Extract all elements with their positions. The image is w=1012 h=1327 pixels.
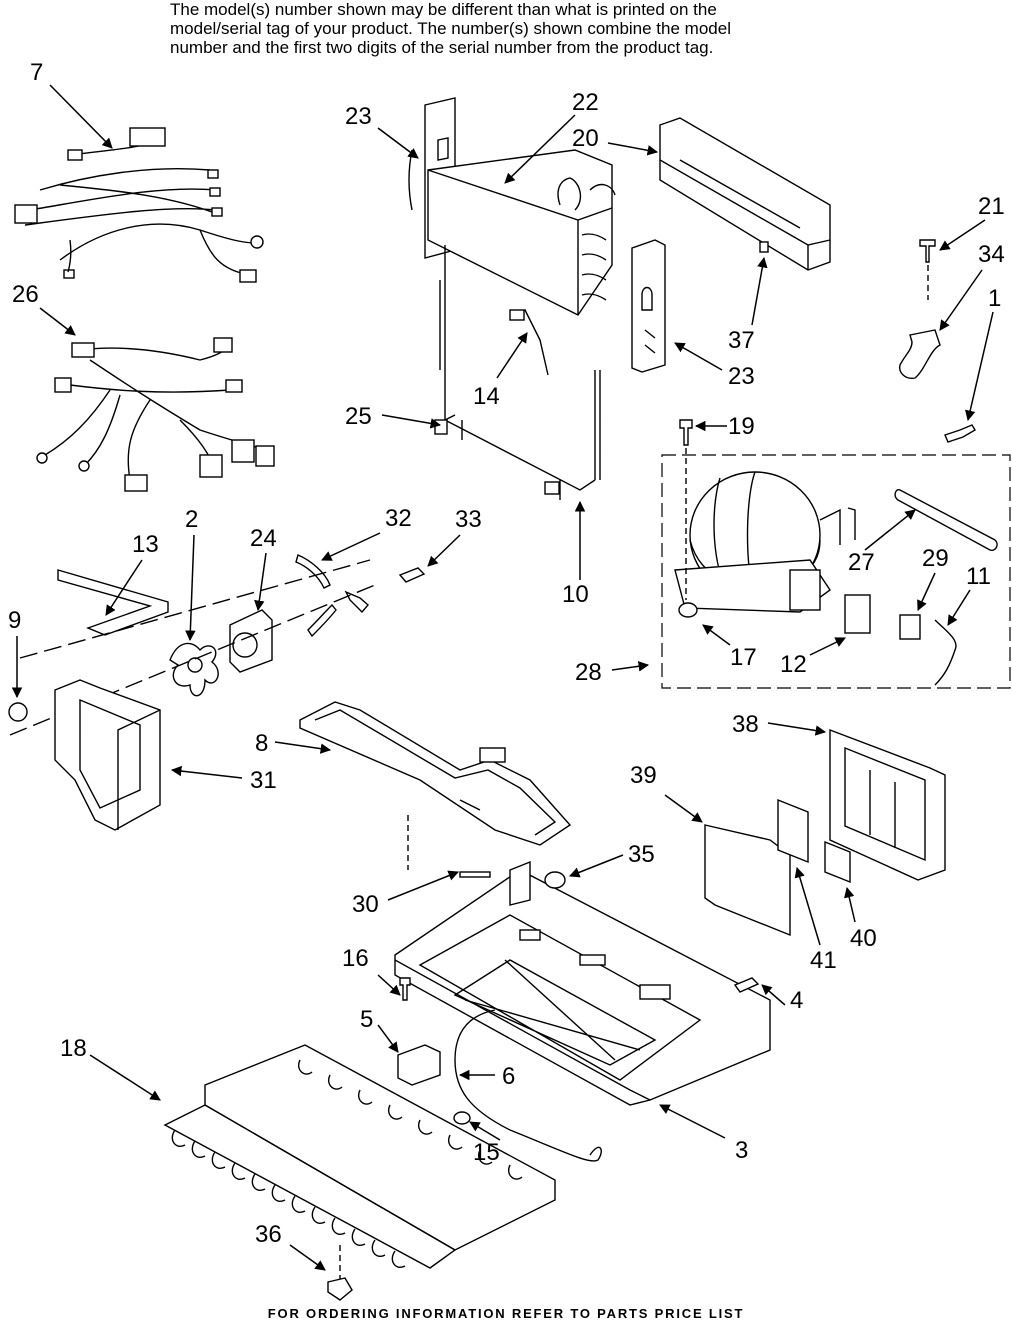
note-line: model/serial tag of your product. The nu… — [170, 19, 731, 38]
control-box-38 — [704, 728, 946, 937]
compressor-assembly-28 — [661, 454, 1011, 689]
evaporator-assembly-22 — [408, 97, 616, 500]
callout-11: 11 — [966, 563, 991, 590]
note-line: The model(s) number shown may be differe… — [170, 0, 717, 19]
callout-7: 7 — [30, 59, 43, 86]
condenser-coil-18 — [163, 977, 602, 1301]
callout-16: 16 — [342, 945, 369, 972]
callout-2: 2 — [185, 506, 198, 533]
callout-32: 32 — [385, 505, 412, 532]
callout-20: 20 — [572, 125, 599, 152]
callout-29: 29 — [922, 545, 949, 572]
callout-10: 10 — [562, 581, 589, 608]
callout-36: 36 — [255, 1221, 282, 1248]
callout-41: 41 — [810, 947, 837, 974]
callout-31: 31 — [250, 767, 277, 794]
drain-pan-8 — [299, 701, 572, 846]
compressor — [674, 419, 998, 686]
bracket-23 — [631, 239, 666, 373]
callout-25: 25 — [345, 403, 372, 430]
callout-22: 22 — [572, 89, 599, 116]
callout-37: 37 — [728, 327, 755, 354]
small-fasteners — [759, 239, 976, 443]
callout-23b: 23 — [728, 363, 755, 390]
callout-40: 40 — [850, 925, 877, 952]
callout-15: 15 — [473, 1139, 500, 1166]
note-line: number and the first two digits of the s… — [170, 38, 714, 57]
callout-9: 9 — [8, 607, 21, 634]
wiring-harness-7 — [14, 127, 264, 283]
leader-arrows — [11, 84, 994, 1271]
wiring-harness-26 — [36, 337, 275, 492]
callout-19: 19 — [728, 413, 755, 440]
callout-3: 3 — [735, 1137, 748, 1164]
callout-28: 28 — [575, 659, 602, 686]
callout-5: 5 — [360, 1006, 373, 1033]
callout-21: 21 — [978, 193, 1005, 220]
callout-12: 12 — [780, 651, 807, 678]
callout-6: 6 — [502, 1063, 515, 1090]
model-number-note: The model(s) number shown may be differe… — [170, 0, 870, 57]
base-tray-3 — [394, 815, 771, 1106]
callout-labels: 7 26 23 22 20 21 34 1 37 23 14 25 19 2 1… — [8, 59, 1005, 1248]
fan-assembly — [8, 554, 426, 831]
callout-38: 38 — [732, 711, 759, 738]
callout-23: 23 — [345, 103, 372, 130]
callout-24: 24 — [250, 525, 277, 552]
callout-30: 30 — [352, 891, 379, 918]
callout-34: 34 — [978, 241, 1005, 268]
callout-33: 33 — [455, 506, 482, 533]
callout-13: 13 — [132, 531, 159, 558]
callout-27: 27 — [848, 549, 875, 576]
ordering-info-footer: FOR ORDERING INFORMATION REFER TO PARTS … — [267, 1306, 745, 1321]
callout-14: 14 — [473, 383, 500, 410]
channel-cover-20 — [659, 117, 831, 271]
callout-18: 18 — [60, 1035, 87, 1062]
callout-17: 17 — [730, 644, 757, 671]
callout-26: 26 — [12, 281, 39, 308]
callout-8: 8 — [255, 730, 268, 757]
callout-4: 4 — [790, 987, 803, 1014]
callout-1: 1 — [988, 285, 1001, 312]
callout-35: 35 — [628, 841, 655, 868]
callout-39: 39 — [630, 762, 657, 789]
